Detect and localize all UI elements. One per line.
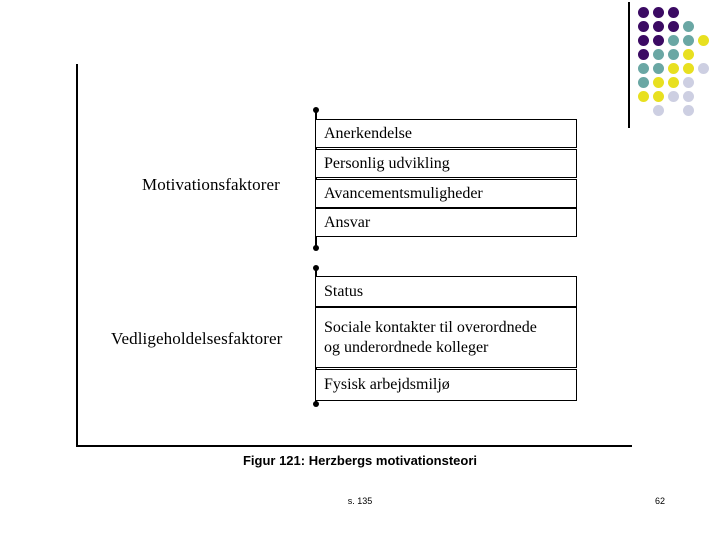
bracket-dot-motivation-bottom <box>313 245 319 251</box>
logo-dot <box>698 35 709 46</box>
logo-dot <box>653 49 664 60</box>
logo-dot <box>668 21 679 32</box>
decorative-dot-logo <box>620 0 720 130</box>
logo-dot <box>653 35 664 46</box>
bracket-dot-motivation-top <box>313 107 319 113</box>
logo-dot <box>653 7 664 18</box>
logo-dot <box>653 63 664 74</box>
factor-box-status: Status <box>315 276 577 307</box>
logo-dot <box>683 91 694 102</box>
factor-box-sociale-kontakter: Sociale kontakter til overordnede og und… <box>315 307 577 368</box>
logo-dot <box>683 21 694 32</box>
factor-box-avancementsmuligheder: Avancementsmuligheder <box>315 179 577 208</box>
logo-dot <box>638 91 649 102</box>
logo-dot <box>668 35 679 46</box>
logo-dot <box>638 63 649 74</box>
bracket-dot-maintenance-bottom <box>313 401 319 407</box>
logo-dot <box>638 49 649 60</box>
logo-dot <box>683 77 694 88</box>
factor-box-anerkendelse: Anerkendelse <box>315 119 577 148</box>
logo-dot <box>638 77 649 88</box>
factor-box-ansvar: Ansvar <box>315 208 577 237</box>
logo-dot <box>668 7 679 18</box>
logo-dot <box>638 35 649 46</box>
logo-dot <box>668 63 679 74</box>
diagram-frame-vertical-line <box>76 64 78 447</box>
logo-dot <box>683 105 694 116</box>
logo-dot <box>698 63 709 74</box>
logo-dot <box>668 49 679 60</box>
logo-dot <box>683 63 694 74</box>
logo-dot <box>653 91 664 102</box>
footer-page-number: 62 <box>655 496 666 506</box>
logo-dot <box>638 7 649 18</box>
logo-dot <box>683 35 694 46</box>
group-label-motivationsfaktorer: Motivationsfaktorer <box>142 175 280 194</box>
factor-box-personlig-udvikling: Personlig udvikling <box>315 149 577 178</box>
figure-caption: Figur 121: Herzbergs motivationsteori <box>242 453 478 468</box>
group-label-vedligeholdelsesfaktorer: Vedligeholdelsesfaktorer <box>111 329 283 348</box>
diagram-frame-horizontal-line <box>76 445 632 447</box>
logo-vertical-rule <box>628 2 630 128</box>
logo-dot <box>653 77 664 88</box>
logo-dot <box>653 105 664 116</box>
logo-dot <box>668 77 679 88</box>
bracket-dot-maintenance-top <box>313 265 319 271</box>
logo-dot <box>653 21 664 32</box>
factor-box-fysisk-arbejdsmiljoe: Fysisk arbejdsmiljø <box>315 369 577 401</box>
logo-dot <box>683 49 694 60</box>
logo-dot <box>668 91 679 102</box>
logo-dot <box>638 21 649 32</box>
footer-source-note: s. 135 <box>347 496 373 506</box>
